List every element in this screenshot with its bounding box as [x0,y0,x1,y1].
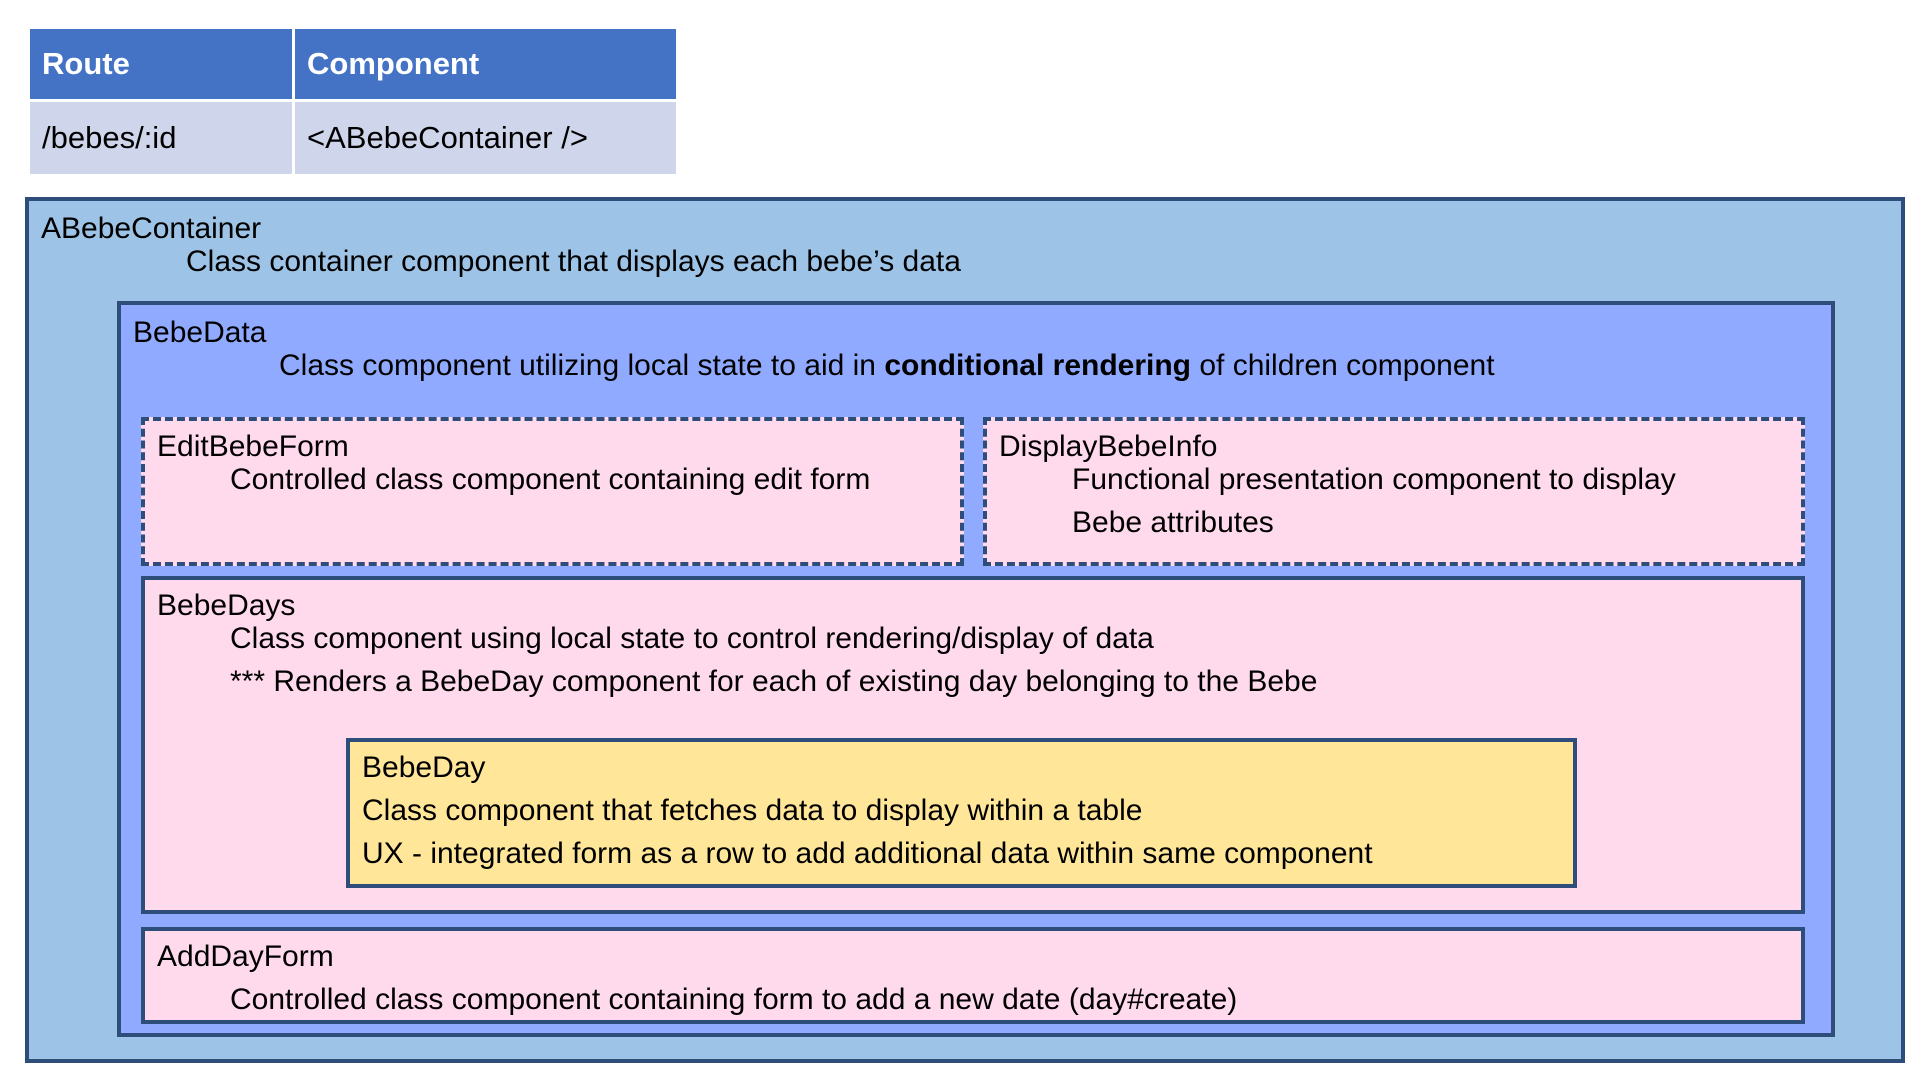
display-bebe-info-title: DisplayBebeInfo [999,430,1218,463]
abebe-container-title: ABebeContainer [41,212,262,245]
add-day-form-title: AddDayForm [157,940,334,973]
component-header: Component [292,26,679,102]
bebe-data-desc: Class component utilizing local state to… [279,348,1495,384]
route-table-header-row: Route Component [27,26,679,102]
component-cell: <ABebeContainer /> [292,99,679,177]
bebe-day-title: BebeDay [362,751,486,784]
route-header: Route [27,26,295,102]
bebe-days-title: BebeDays [157,589,296,622]
edit-bebe-form-box: EditBebeForm Controlled class component … [141,417,964,566]
bebe-data-desc-after: of children component [1191,349,1495,382]
bebe-data-desc-before: Class component utilizing local state to… [279,349,885,382]
bebe-day-desc-line2: UX - integrated form as a row to add add… [362,837,1373,870]
route-table-row: /bebes/:id <ABebeContainer /> [27,99,679,177]
bebe-day-desc-line1: Class component that fetches data to dis… [362,794,1143,827]
bebe-day-box: BebeDay Class component that fetches dat… [346,738,1577,888]
route-table: Route Component /bebes/:id <ABebeContain… [27,26,679,177]
display-bebe-info-desc-line2: Bebe attributes [1072,506,1274,539]
display-bebe-info-box: DisplayBebeInfo Functional presentation … [983,417,1805,566]
bebe-days-desc-line2: *** Renders a BebeDay component for each… [230,665,1318,698]
edit-bebe-form-desc: Controlled class component containing ed… [230,463,871,496]
add-day-form-desc: Controlled class component containing fo… [230,983,1238,1016]
abebe-container-desc: Class container component that displays … [186,245,961,278]
bebe-days-desc-line1: Class component using local state to con… [230,622,1154,655]
route-cell: /bebes/:id [27,99,295,177]
bebe-data-desc-bold: conditional rendering [884,349,1192,382]
edit-bebe-form-title: EditBebeForm [157,430,349,463]
bebe-data-title: BebeData [133,316,267,349]
add-day-form-box: AddDayForm Controlled class component co… [141,927,1805,1024]
display-bebe-info-desc-line1: Functional presentation component to dis… [1072,463,1676,496]
